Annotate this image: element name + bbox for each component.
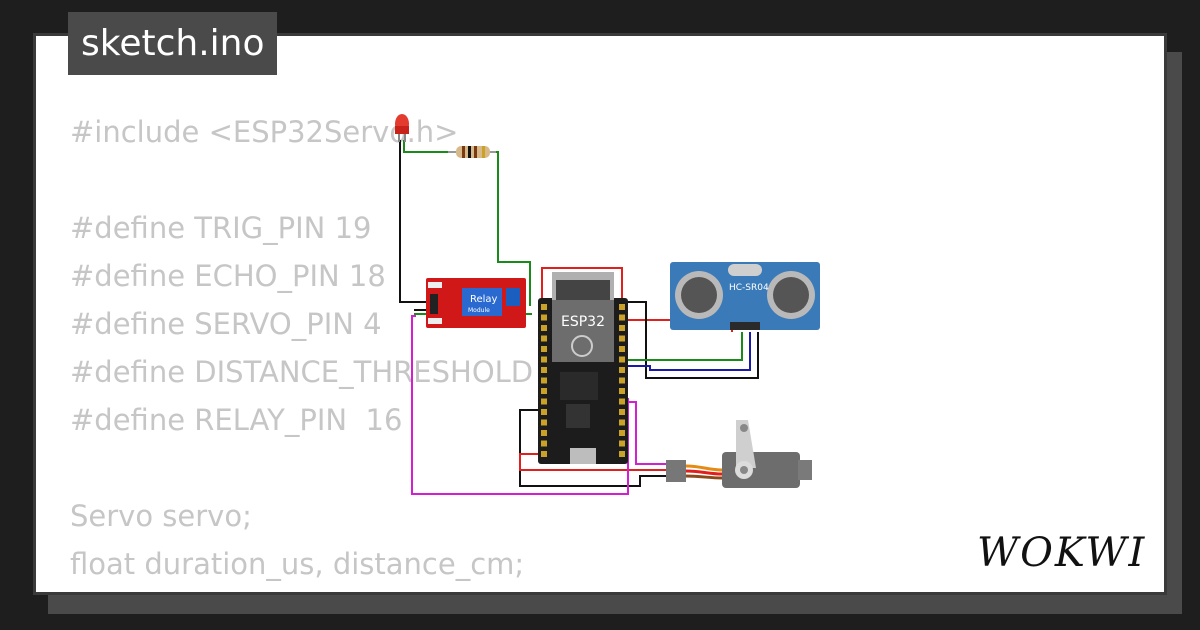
svg-text:WOKWI: WOKWI: [977, 530, 1146, 576]
file-name-tab: sketch.ino: [68, 12, 278, 75]
esp32-pin[interactable]: [541, 440, 547, 447]
esp32-pin[interactable]: [619, 377, 625, 384]
sensor-label: HC-SR04: [729, 283, 769, 293]
wire-echo: [626, 332, 751, 371]
esp32-pin[interactable]: [619, 440, 625, 447]
esp32-pin[interactable]: [619, 367, 625, 373]
relay-label: Relay: [470, 294, 498, 305]
wire-gnd-sensor: [624, 301, 759, 379]
wire-led-resistor: [403, 140, 458, 153]
wire-relay-pin: [411, 315, 629, 495]
wire-servo-vcc: [519, 453, 666, 471]
esp32-pin[interactable]: [541, 377, 547, 384]
esp32-pin[interactable]: [541, 356, 547, 363]
esp32-pin[interactable]: [541, 304, 547, 310]
esp32-pin[interactable]: [619, 325, 625, 331]
wire-servo-signal: [626, 401, 666, 465]
esp32-pin[interactable]: [619, 451, 625, 457]
esp32-pin[interactable]: [619, 346, 625, 352]
wire-led-relay: [399, 140, 432, 303]
esp32-pin[interactable]: [619, 314, 625, 321]
led[interactable]: [395, 114, 409, 142]
esp32-board[interactable]: ESP32: [538, 272, 628, 464]
code-preview: #include <ESP32Servo.h> #define TRIG_PIN …: [70, 108, 533, 588]
esp32-pin[interactable]: [541, 398, 547, 405]
wokwi-logo: WOKWI: [977, 530, 1146, 576]
code-line: float duration_us, distance_cm;: [70, 547, 525, 581]
code-line: Servo servo;: [70, 499, 252, 533]
wire-servo-gnd: [519, 409, 666, 487]
esp32-pin[interactable]: [541, 367, 547, 373]
esp32-label: ESP32: [561, 314, 605, 330]
servo-motor[interactable]: [666, 420, 812, 488]
esp32-pin[interactable]: [541, 314, 547, 321]
esp32-pin[interactable]: [619, 430, 625, 436]
relay-module[interactable]: Relay Module: [426, 278, 526, 328]
code-line: #define TRIG_PIN 19: [70, 211, 372, 245]
esp32-pin[interactable]: [541, 451, 547, 457]
esp32-pin[interactable]: [619, 304, 625, 310]
esp32-pin[interactable]: [619, 335, 625, 342]
ultrasonic-sensor[interactable]: HC-SR04: [670, 262, 820, 330]
esp32-pin[interactable]: [619, 419, 625, 426]
code-line: #define SERVO_PIN 4: [70, 307, 382, 341]
esp32-pin[interactable]: [541, 325, 547, 331]
esp32-pin[interactable]: [541, 388, 547, 394]
esp32-pin[interactable]: [541, 335, 547, 342]
esp32-pin[interactable]: [619, 388, 625, 394]
esp32-pin[interactable]: [619, 398, 625, 405]
wire-trig: [626, 332, 743, 361]
code-line: #include <ESP32Servo.h>: [70, 115, 459, 149]
resistor[interactable]: [448, 146, 496, 158]
relay-sublabel: Module: [468, 307, 490, 314]
esp32-pin[interactable]: [619, 409, 625, 415]
code-line: #define ECHO_PIN 18: [70, 259, 386, 293]
esp32-pin[interactable]: [619, 356, 625, 363]
esp32-pin[interactable]: [541, 409, 547, 415]
esp32-pin[interactable]: [541, 430, 547, 436]
esp32-pin[interactable]: [541, 346, 547, 352]
esp32-pin[interactable]: [541, 419, 547, 426]
code-line: #define RELAY_PIN 16: [70, 403, 403, 437]
code-line: #define DISTANCE_THRESHOLD: [70, 355, 534, 389]
